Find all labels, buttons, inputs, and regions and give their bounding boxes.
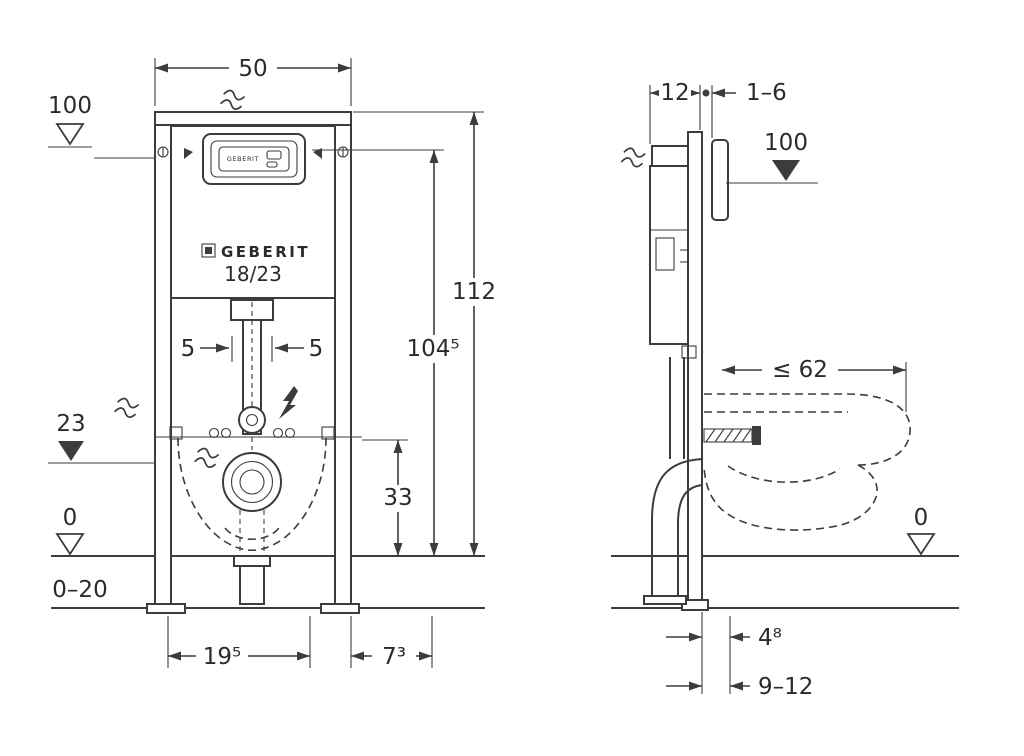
dim-9-12-label: 9–12 (758, 674, 813, 700)
water-inlet-connection (238, 406, 266, 434)
cistern-side (649, 145, 697, 459)
water-connection-squiggle-icon (620, 146, 646, 169)
dim-width-50: 50 (154, 55, 352, 106)
dim-12-label: 12 (660, 80, 689, 106)
level-marker-open-triangle (906, 533, 936, 556)
flush-button-large (266, 150, 282, 160)
water-connection-squiggle-icon (193, 446, 220, 470)
bowl-outline-side (703, 393, 911, 531)
dim-height-33: 33 (362, 439, 416, 556)
dim-33-label: 33 (383, 485, 412, 511)
dim-4-8-label: 4⁸ (758, 625, 782, 651)
level-marker-100-side: 100 (726, 130, 818, 184)
dim-gap-1-6: 1–6 (711, 80, 787, 138)
valve-flag-icon (313, 148, 322, 159)
bowl-outline-front (177, 437, 327, 551)
dim-1-6-label: 1–6 (746, 80, 787, 106)
reference-dot (702, 89, 710, 97)
geberit-logo: GEBERIT 18/23 (201, 243, 310, 286)
level-0-label-front: 0 (63, 505, 78, 531)
level-marker-100-front: 100 (48, 93, 156, 159)
geberit-logo-text: GEBERIT (221, 243, 310, 261)
dim-bottom-9-12: 9–12 (666, 674, 813, 700)
front-view: GEBERIT GEBERIT 18/23 5 5 (48, 55, 497, 670)
level-marker-23: 23 (48, 411, 154, 464)
dim-width-50-label: 50 (238, 56, 267, 82)
anchor-rod-side (703, 426, 761, 445)
flush-plate-brand-text: GEBERIT (227, 155, 259, 163)
level-marker-0-side: 0 (906, 505, 936, 556)
level-marker-0-front: 0 0–20 (52, 505, 107, 603)
dim-5-right-label: 5 (309, 336, 324, 362)
flush-plate-side (711, 139, 729, 221)
flush-button-small (266, 161, 278, 168)
mounting-frame-side (681, 131, 709, 611)
dim-5-left-label: 5 (181, 336, 196, 362)
side-view: 12 1–6 100 ≤ 62 (611, 80, 959, 700)
floor-range-label: 0–20 (52, 577, 107, 603)
level-marker-filled-triangle (58, 441, 84, 461)
level-23-label: 23 (56, 411, 85, 437)
mounting-frame-front (146, 111, 360, 614)
water-connection-squiggle-icon (113, 396, 140, 420)
dim-62-label: ≤ 62 (772, 357, 828, 383)
dim-bottom-7-3: 7³ (350, 616, 433, 670)
level-marker-open-triangle (55, 533, 85, 556)
drain-elbow-side (643, 457, 704, 605)
model-18-23-label: 18/23 (224, 262, 282, 286)
dim-bottom-4-8: 4⁸ (666, 612, 782, 694)
dim-depth-12: 12 (649, 80, 710, 144)
dim-height-112: 112 (353, 111, 497, 556)
dim-bowl-62: ≤ 62 (722, 357, 907, 412)
floor-lines-side (611, 555, 959, 609)
dim-offset-5-5: 5 5 (181, 336, 324, 362)
power-connection-icon (279, 386, 298, 419)
dim-bottom-19-5: 19⁵ (167, 616, 311, 670)
dim-7-3-label: 7³ (382, 644, 406, 670)
water-connection-squiggle-icon (219, 88, 246, 112)
anchor-row (155, 386, 362, 440)
valve-flag-icon (184, 148, 193, 159)
level-marker-open-triangle (55, 123, 85, 146)
drain-socket-front (222, 452, 282, 605)
level-marker-filled-triangle (772, 160, 800, 181)
dim-112-label: 112 (452, 279, 496, 305)
dim-height-104-5: 104⁵ (312, 149, 463, 556)
level-0-label-side: 0 (914, 505, 929, 531)
dim-19-5-label: 19⁵ (203, 644, 242, 670)
level-100-label-side: 100 (764, 130, 808, 156)
level-100-label-front: 100 (48, 93, 92, 119)
dim-104-5-label: 104⁵ (406, 336, 459, 362)
flush-plate-front: GEBERIT (202, 133, 306, 185)
